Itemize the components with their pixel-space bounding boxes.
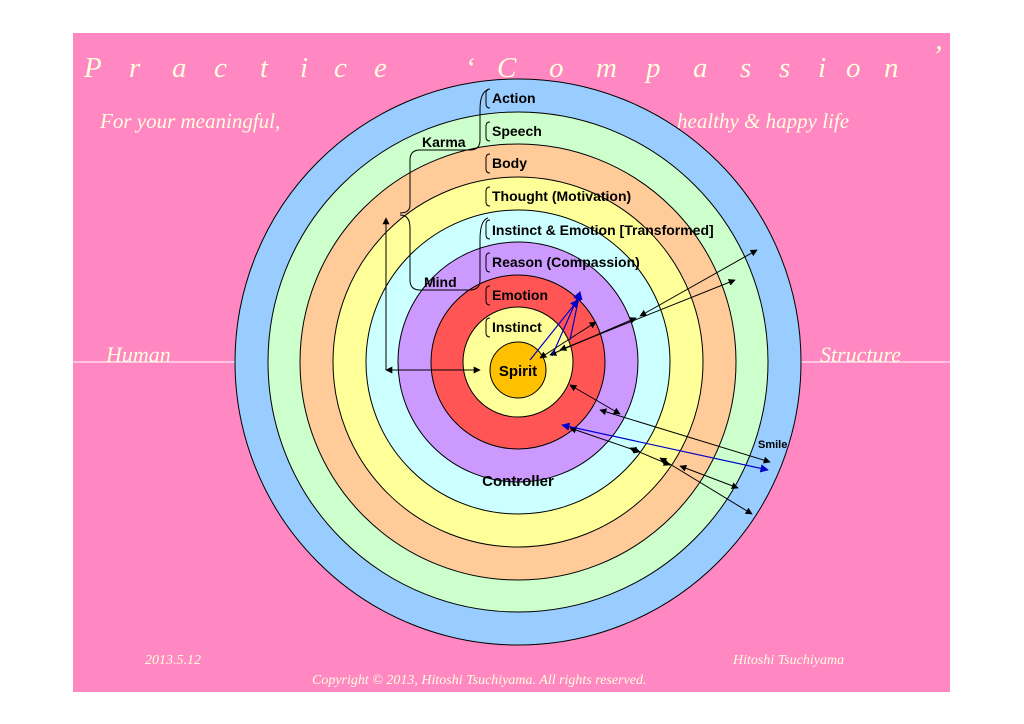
title-letter: C	[497, 52, 517, 84]
upper-blue-arrows	[529, 291, 583, 361]
side-label-structure: Structure	[820, 342, 901, 367]
mind-brace	[399, 214, 489, 291]
layer-label-speech: Speech	[492, 123, 542, 139]
subtitle-right: healthy & happy life	[677, 109, 849, 133]
title-letter: p	[644, 52, 661, 84]
footer-date: 2013.5.12	[145, 653, 201, 668]
spirit-label: Spirit	[499, 363, 537, 380]
spirit-core	[489, 341, 547, 399]
title-letter: e	[374, 52, 387, 84]
left-connector-arrows	[382, 217, 481, 374]
layer-label-body: Body	[492, 155, 527, 171]
footer-copyright: Copyright © 2013, Hitoshi Tsuchiyama. Al…	[312, 673, 646, 688]
layer-label-thought: Thought (Motivation)	[492, 188, 631, 204]
upper-right-arrows	[539, 249, 758, 359]
subtitle-left: For your meaningful,	[99, 109, 280, 133]
layer-label-action: Action	[492, 90, 536, 106]
footer-author: Hitoshi Tsuchiyama	[732, 653, 844, 668]
title-letter: m	[596, 52, 617, 84]
group-label-karma: Karma	[422, 134, 466, 150]
layer-label-instinct-emotion: Instinct & Emotion [Transformed]	[492, 222, 714, 238]
controller-label: Controller	[482, 473, 554, 490]
smile-label: Smile	[758, 439, 787, 451]
title-letter: s	[779, 52, 790, 84]
title-practice-compassion: P r a c t i c e ‘ C o m p a s s i o n ’	[83, 40, 942, 84]
group-label-mind: Mind	[424, 274, 457, 290]
title-letter: ‘	[465, 52, 475, 84]
label-brackets	[485, 88, 491, 338]
title-letter: r	[129, 52, 141, 84]
title-letter: i	[300, 52, 308, 84]
title-letter: o	[549, 52, 564, 84]
title-letter: i	[818, 52, 826, 84]
title-letter: c	[334, 52, 347, 84]
karma-brace	[399, 89, 489, 214]
title-letter: o	[846, 52, 861, 84]
layer-labels: Action Speech Body Thought (Motivation) …	[492, 90, 714, 335]
title-letter: c	[214, 52, 227, 84]
layer-label-reason: Reason (Compassion)	[492, 254, 640, 270]
group-braces	[399, 89, 489, 291]
layer-label-emotion: Emotion	[492, 287, 548, 303]
title-letter: t	[260, 52, 269, 84]
layer-label-instinct: Instinct	[492, 319, 542, 335]
title-letter: n	[884, 52, 899, 84]
title-letter: s	[740, 52, 751, 84]
title-letter: P	[83, 52, 102, 84]
side-label-human: Human	[105, 342, 171, 367]
title-letter: ’	[932, 40, 942, 72]
lower-blue-arrow	[561, 422, 769, 473]
title-letter: a	[693, 52, 708, 84]
title-letter: a	[172, 52, 187, 84]
